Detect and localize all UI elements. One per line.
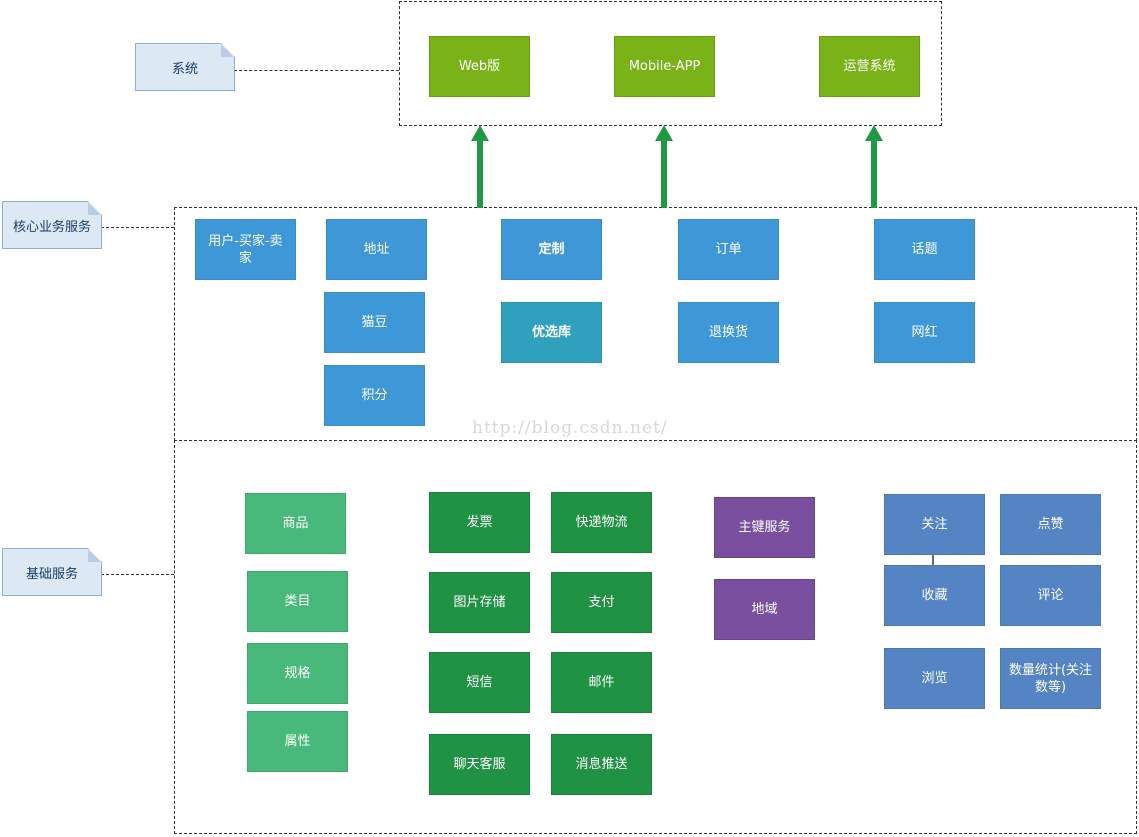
order-box[interactable]: 订单	[678, 219, 779, 280]
mobile-app-box[interactable]: Mobile-APP	[614, 36, 715, 97]
spec-box[interactable]: 规格	[247, 643, 348, 704]
browse-box[interactable]: 浏览	[884, 648, 985, 709]
up-arrow-mobile	[655, 125, 673, 208]
product-box[interactable]: 商品	[245, 493, 346, 554]
payment-box[interactable]: 支付	[551, 572, 652, 633]
system-note: 系统	[135, 43, 235, 91]
base-layer-frame	[174, 440, 1137, 834]
favorite-box[interactable]: 收藏	[884, 565, 985, 626]
points-box[interactable]: 积分	[324, 365, 425, 426]
influencer-box[interactable]: 网红	[874, 302, 975, 363]
selection-library-box[interactable]: 优选库	[501, 302, 602, 363]
image-storage-box[interactable]: 图片存储	[429, 572, 530, 633]
primary-key-service-box[interactable]: 主键服务	[714, 497, 815, 558]
attribute-box[interactable]: 属性	[247, 711, 348, 772]
core-note: 核心业务服务	[2, 201, 102, 249]
express-logistics-box[interactable]: 快递物流	[551, 492, 652, 553]
up-arrow-ops	[865, 125, 883, 208]
region-box[interactable]: 地域	[714, 579, 815, 640]
maodou-box[interactable]: 猫豆	[324, 292, 425, 353]
follow-box[interactable]: 关注	[884, 494, 985, 555]
comment-box[interactable]: 评论	[1000, 565, 1101, 626]
base-note-connector	[101, 574, 174, 575]
address-box[interactable]: 地址	[326, 219, 427, 280]
invoice-box[interactable]: 发票	[429, 492, 530, 553]
topic-box[interactable]: 话题	[874, 219, 975, 280]
mail-box[interactable]: 邮件	[551, 652, 652, 713]
chat-service-box[interactable]: 聊天客服	[429, 734, 530, 795]
watermark: http://blog.csdn.net/	[472, 418, 668, 438]
return-exchange-box[interactable]: 退换货	[678, 302, 779, 363]
up-arrow-web	[471, 125, 489, 208]
core-note-connector	[101, 227, 174, 228]
system-layer-frame	[399, 1, 942, 126]
user-buyer-seller-box[interactable]: 用户-买家-卖家	[195, 219, 296, 280]
core-note-label: 核心业务服务	[12, 219, 91, 235]
like-box[interactable]: 点赞	[1000, 494, 1101, 555]
sms-box[interactable]: 短信	[429, 652, 530, 713]
system-note-connector	[234, 70, 399, 71]
category-box[interactable]: 类目	[247, 571, 348, 632]
count-stats-box[interactable]: 数量统计(关注数等)	[1000, 648, 1101, 709]
base-note: 基础服务	[2, 548, 102, 596]
base-note-label: 基础服务	[25, 566, 78, 582]
web-box[interactable]: Web版	[429, 36, 530, 97]
system-note-label: 系统	[171, 61, 198, 77]
custom-box[interactable]: 定制	[501, 219, 602, 280]
message-push-box[interactable]: 消息推送	[551, 734, 652, 795]
ops-system-box[interactable]: 运营系统	[819, 36, 920, 97]
